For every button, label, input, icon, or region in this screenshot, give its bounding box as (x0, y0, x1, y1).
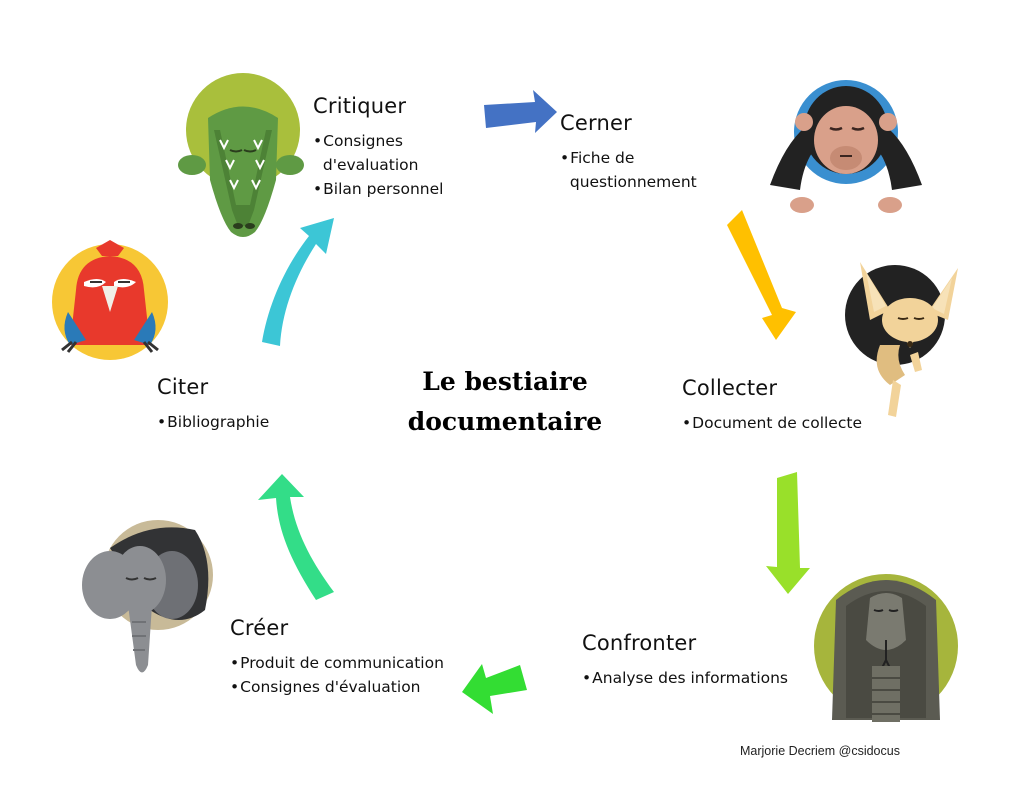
step-item-list: •Consignes d'evaluation •Bilan personnel (313, 129, 443, 201)
diagram-title: Le bestiaire documentaire (400, 362, 610, 442)
arrow-collecter-to-confronter (766, 472, 810, 594)
step-creer: Créer •Produit de communication •Consign… (230, 615, 444, 699)
arrow-creer-to-citer (258, 474, 334, 600)
step-title: Cerner (560, 111, 632, 135)
step-title: Critiquer (313, 94, 407, 118)
diagram-title-line-2: documentaire (407, 407, 603, 436)
fennec-fox-illustration (845, 262, 958, 417)
step-item-list: •Produit de communication •Consignes d'é… (230, 651, 444, 699)
step-title: Collecter (682, 376, 778, 400)
step-item-list: •Fiche de questionnement (560, 146, 697, 194)
step-critiquer: Critiquer •Consignes d'evaluation •Bilan… (313, 93, 443, 201)
step-confronter: Confronter •Analyse des informations (582, 630, 788, 690)
step-item: •Fiche de questionnement (560, 149, 697, 191)
step-item-list: •Bibliographie (157, 410, 269, 434)
step-cerner: Cerner •Fiche de questionnement (560, 110, 697, 194)
diagram-title-line-1: Le bestiaire (422, 367, 588, 396)
step-item: •Analyse des informations (582, 669, 789, 687)
step-item: •Bilan personnel (313, 180, 444, 198)
step-item: •Consignes d'évaluation (230, 678, 421, 696)
cobra-illustration (814, 574, 958, 722)
arrow-cerner-to-collecter (727, 210, 796, 340)
step-item-list: •Document de collecte (682, 411, 862, 435)
crocodile-illustration (178, 73, 304, 237)
step-collecter: Collecter •Document de collecte (682, 375, 862, 435)
step-title: Confronter (582, 631, 697, 655)
chimpanzee-illustration (770, 80, 922, 213)
step-item: •Bibliographie (157, 413, 270, 431)
arrow-confronter-to-creer (462, 664, 527, 714)
arrow-citer-to-critiquer (262, 218, 334, 346)
parrot-illustration (52, 240, 168, 360)
step-item: •Produit de communication (230, 654, 444, 672)
step-item-list: •Analyse des informations (582, 666, 788, 690)
arrow-critiquer-to-cerner (484, 90, 557, 133)
step-title: Créer (230, 616, 289, 640)
step-citer: Citer •Bibliographie (157, 374, 269, 434)
step-item: •Document de collecte (682, 414, 862, 432)
step-item: •Consignes d'evaluation (313, 132, 419, 174)
author-credit: Marjorie Decriem @csidocus (740, 744, 900, 758)
elephant-illustration (82, 520, 213, 673)
step-title: Citer (157, 375, 209, 399)
